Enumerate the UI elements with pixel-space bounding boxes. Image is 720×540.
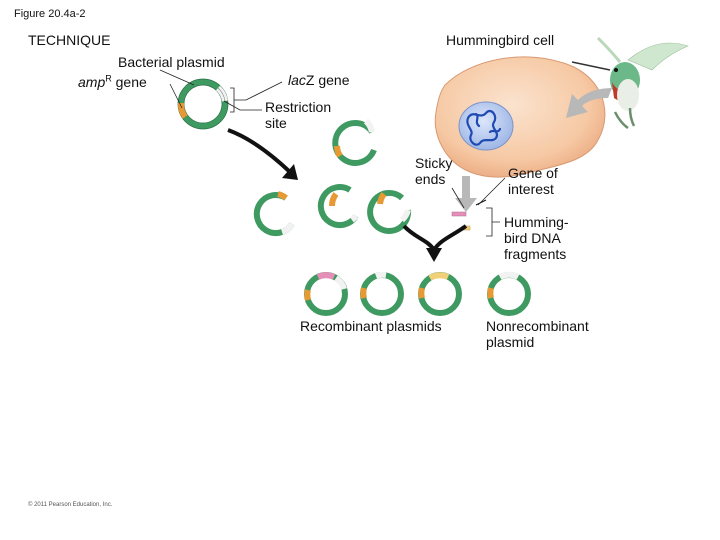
arrow-bird-to-cell [566, 88, 612, 118]
hummingbird-illustration [571, 36, 689, 130]
bacterial-plasmid-label: Bacterial plasmid [118, 54, 225, 70]
copyright-notice: © 2011 Pearson Education, Inc. [28, 502, 113, 508]
arrow-cell-to-fragments [455, 176, 477, 212]
recombinant-plasmids-label: Recombinant plasmids [300, 318, 442, 334]
section-title: TECHNIQUE [28, 32, 111, 48]
nonrecombinant-plasmid [487, 271, 531, 316]
figure-label: Figure 20.4a-2 [14, 8, 86, 20]
lacz-gene-label: lacZ gene [288, 72, 350, 88]
cut-plasmid-row [253, 184, 412, 236]
chromosome-dna [466, 109, 502, 146]
cell-nucleus [458, 101, 514, 151]
arrow-merge [402, 224, 468, 252]
ampr-gene-label: ampR gene [78, 73, 147, 90]
arrow-to-cut-plasmids [227, 128, 292, 174]
recombinant-plasmids [304, 271, 462, 316]
hummingbird-cell-label: Hummingbird cell [446, 32, 555, 48]
cut-plasmid [332, 118, 377, 166]
amp-gene-segment [178, 102, 188, 119]
